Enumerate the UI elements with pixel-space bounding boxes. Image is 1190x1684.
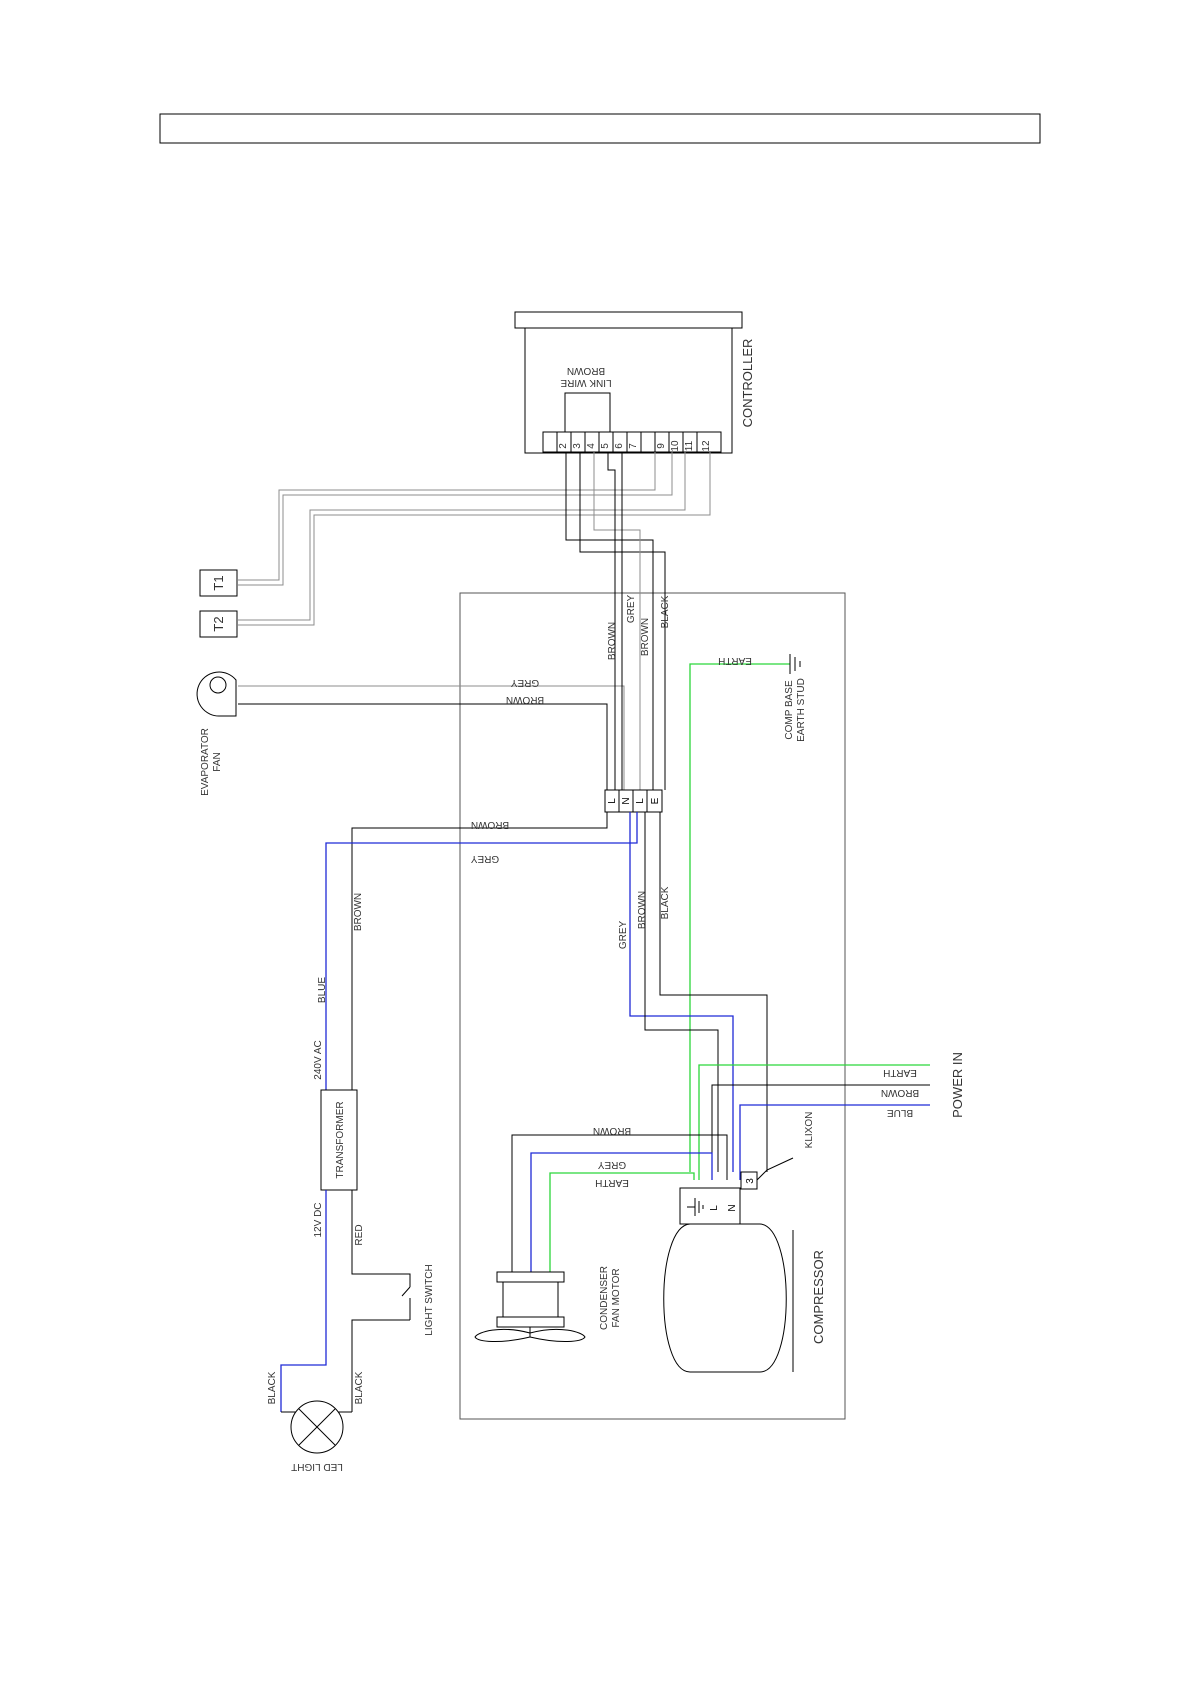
condenser-fan-label: CONDENSER [599, 1266, 610, 1330]
power-in-earth-label: EARTH [883, 1067, 917, 1078]
link-wire-label: LINK WIRE [560, 377, 611, 388]
evap-fan-grey-wire [238, 685, 625, 790]
drop-brown-label: BROWN [607, 622, 618, 660]
red-label: RED [354, 1224, 365, 1245]
transformer: TRANSFORMER [320, 1089, 358, 1191]
evaporator-fan-label-2: FAN [212, 752, 223, 771]
controller-terminal-2: 2 [558, 443, 569, 449]
led-light-label: LED LIGHT [291, 1461, 343, 1472]
comp-earth-label-2: EARTH STUD [796, 678, 807, 742]
evaporator-fan: EVAPORATOR FAN [196, 671, 237, 796]
cond-fan-earth-label: EARTH [595, 1177, 629, 1188]
terminal-block-l: L [607, 798, 618, 804]
compressor: L N 3 [663, 1157, 794, 1373]
transformer-input-label: 240V AC [313, 1040, 324, 1079]
comp-black-label: BLACK [660, 886, 671, 919]
earth-top-label: EARTH [718, 655, 752, 666]
sensor-t2: T2 [199, 610, 238, 638]
controller-terminal-7: 7 [628, 443, 639, 449]
light-grey-label: GREY [471, 853, 500, 864]
power-in-blue-wire [739, 1104, 930, 1180]
sensor-t1-label: T1 [211, 575, 226, 590]
evap-grey-label: GREY [511, 677, 540, 688]
controller-terminal-3: 3 [572, 443, 583, 449]
led-blue-wire [280, 1190, 327, 1412]
light-switch-label: LIGHT SWITCH [424, 1264, 435, 1335]
controller-terminal-10: 10 [670, 440, 681, 452]
controller-terminal-12: 12 [701, 440, 712, 452]
terminal-block-n: N [621, 797, 632, 804]
klixon-label: KLIXON [804, 1112, 815, 1149]
comp-brown-wire [644, 812, 719, 1172]
controller-terminal-11: 11 [684, 440, 695, 451]
evaporator-fan-label: EVAPORATOR [200, 728, 211, 796]
sensor-t1: T1 [199, 569, 238, 597]
transformer-output-label: 12V DC [313, 1202, 324, 1237]
terminal-block-l2: L [635, 798, 646, 804]
evap-brown-label: BROWN [506, 694, 544, 705]
cond-fan-brown-label: BROWN [593, 1125, 631, 1136]
earth-stud-icon [789, 654, 801, 674]
drop-brown-label-2: BROWN [640, 618, 651, 656]
compressor-earth-icon [687, 1198, 704, 1216]
comp-earth-label-1: COMP BASE [784, 680, 795, 740]
power-in-brown-wire [711, 1084, 930, 1180]
comp-base-earth-wire [689, 663, 790, 1172]
controller-terminal-4: 4 [586, 443, 597, 449]
led-black-label-left: BLACK [267, 1371, 278, 1404]
light-grey-to-blue-wire [325, 812, 638, 1090]
transformer-label: TRANSFORMER [335, 1101, 346, 1178]
sensor-cables [238, 452, 711, 626]
comp-grey-label: GREY [618, 921, 629, 950]
drop-black-label: BLACK [660, 595, 671, 628]
transformer-in-brown-label: BROWN [353, 893, 364, 931]
controller-terminal-5: 5 [600, 443, 611, 449]
comp-brown-label: BROWN [637, 891, 648, 929]
led-light [281, 1400, 352, 1454]
compressor-label: COMPRESSOR [811, 1250, 826, 1344]
comp-black-wire [659, 812, 768, 1172]
terminal-block: L N L E [604, 789, 663, 813]
power-in-brown-label: BROWN [881, 1087, 919, 1098]
drop-grey-label: GREY [626, 595, 637, 624]
switch-red-wire [351, 1190, 411, 1287]
cond-fan-grey-label: GREY [598, 1159, 627, 1170]
compressor-terminal-3: 3 [745, 1178, 756, 1184]
controller-terminal-6: 6 [614, 443, 625, 449]
comp-grey-wire [629, 812, 734, 1172]
cond-fan-grey-wire [530, 1152, 713, 1272]
klixon-pointer [756, 1157, 794, 1181]
compressor-terminal-n: N [727, 1204, 738, 1211]
light-brown-wire [351, 812, 608, 1090]
power-in-blue-label: BLUE [887, 1107, 913, 1118]
evap-fan-brown-wire [238, 703, 608, 790]
led-black-label-right: BLACK [354, 1371, 365, 1404]
condenser-fan-label-2: FAN MOTOR [611, 1268, 622, 1327]
compressor-terminal-l: L [709, 1205, 720, 1211]
transformer-in-blue-label: BLUE [317, 977, 328, 1003]
condenser-fan-motor [474, 1271, 586, 1342]
power-in-earth-wire [698, 1064, 930, 1180]
controller-drop-wires [565, 452, 666, 790]
sensor-t2-label: T2 [211, 616, 226, 631]
cond-fan-earth-wire [549, 1172, 695, 1272]
terminal-block-e: E [650, 797, 661, 804]
light-brown-label: BROWN [471, 819, 509, 830]
power-in-label: POWER IN [950, 1052, 965, 1118]
controller-label: CONTROLLER [740, 339, 755, 428]
controller-terminal-9: 9 [656, 443, 667, 449]
light-switch [351, 1286, 411, 1412]
cond-fan-brown-wire [511, 1134, 728, 1272]
link-wire-color-label: BROWN [567, 365, 605, 376]
controller: 2 3 4 5 6 7 9 10 11 12 CONTROLLER LINK W… [514, 311, 755, 454]
header-box [159, 113, 1041, 144]
